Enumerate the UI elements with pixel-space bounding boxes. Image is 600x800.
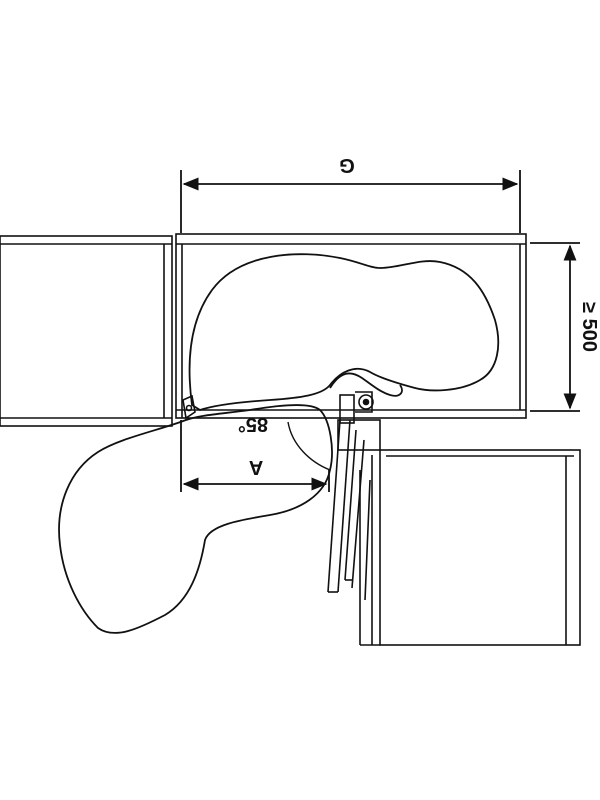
upper-shelf bbox=[188, 253, 500, 411]
dimension-g-label: G bbox=[339, 154, 355, 176]
lower-shelf bbox=[58, 404, 333, 634]
angle-label: 85° bbox=[238, 413, 268, 435]
right-cabinet bbox=[359, 449, 581, 646]
hinge-mechanism bbox=[182, 391, 374, 424]
left-cabinet bbox=[0, 235, 173, 427]
dimension-depth bbox=[530, 242, 580, 412]
dimension-a bbox=[180, 420, 330, 492]
angle-arc bbox=[287, 421, 331, 471]
dimension-depth-label: ≥ 500 bbox=[578, 302, 600, 352]
corner-cabinet-body bbox=[175, 233, 527, 419]
dimension-g bbox=[180, 170, 521, 233]
dimension-a-label: A bbox=[249, 456, 263, 478]
corner-door-panel bbox=[327, 419, 381, 601]
